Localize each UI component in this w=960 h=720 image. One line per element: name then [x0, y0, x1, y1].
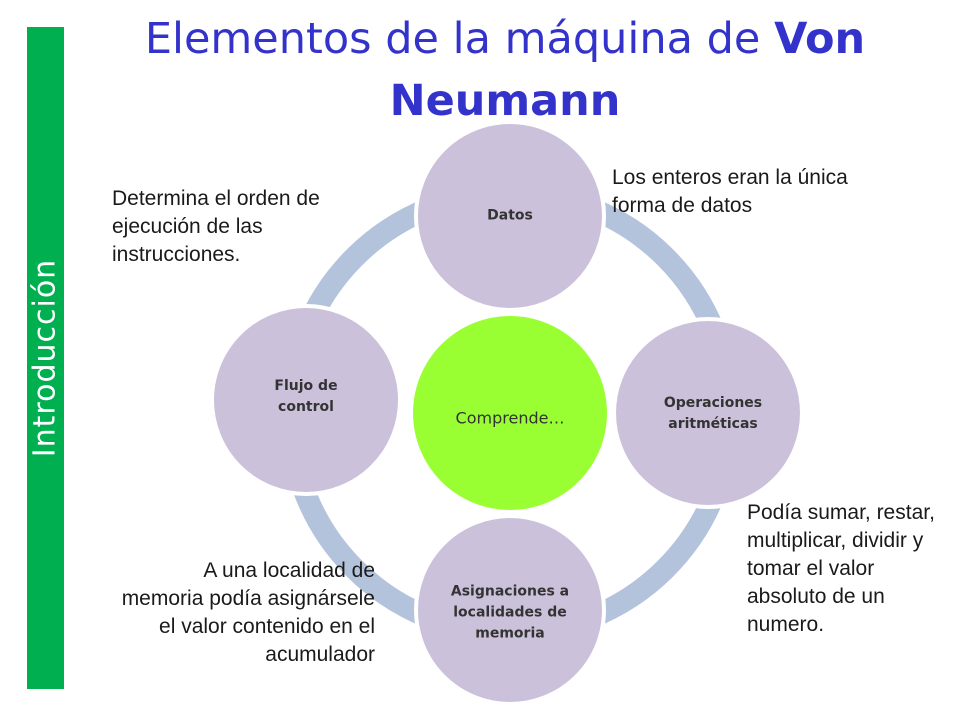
sidebar-bar: [27, 27, 64, 689]
node-datos: [414, 120, 606, 312]
note-datos: Los enteros eran la única forma de datos: [612, 166, 848, 217]
center-circle: [413, 316, 607, 510]
note-operaciones: Podía sumar, restar, multiplicar, dividi…: [747, 501, 935, 636]
title-text: Elementos de la máquina de: [144, 14, 775, 64]
node-asignaciones-label: Asignaciones a localidades de memoria: [450, 583, 570, 642]
node-datos-label: Datos: [487, 207, 533, 224]
note-asignaciones: A una localidad de memoria podía asignár…: [121, 559, 375, 666]
center-label: Comprende…: [455, 408, 565, 428]
node-operaciones-label: Operaciones aritméticas: [663, 395, 763, 432]
node-asignaciones: [414, 514, 606, 706]
node-operaciones: [612, 317, 804, 509]
node-flujo-label: Flujo de control: [274, 378, 338, 415]
node-flujo: [210, 304, 402, 496]
title-bold-neumann: Neumann: [389, 76, 621, 126]
page-title: Elementos de la máquina de Von Neumann: [95, 8, 915, 132]
note-flujo: Determina el orden de ejecución de las i…: [112, 187, 320, 266]
title-bold-von: Von: [774, 14, 866, 64]
